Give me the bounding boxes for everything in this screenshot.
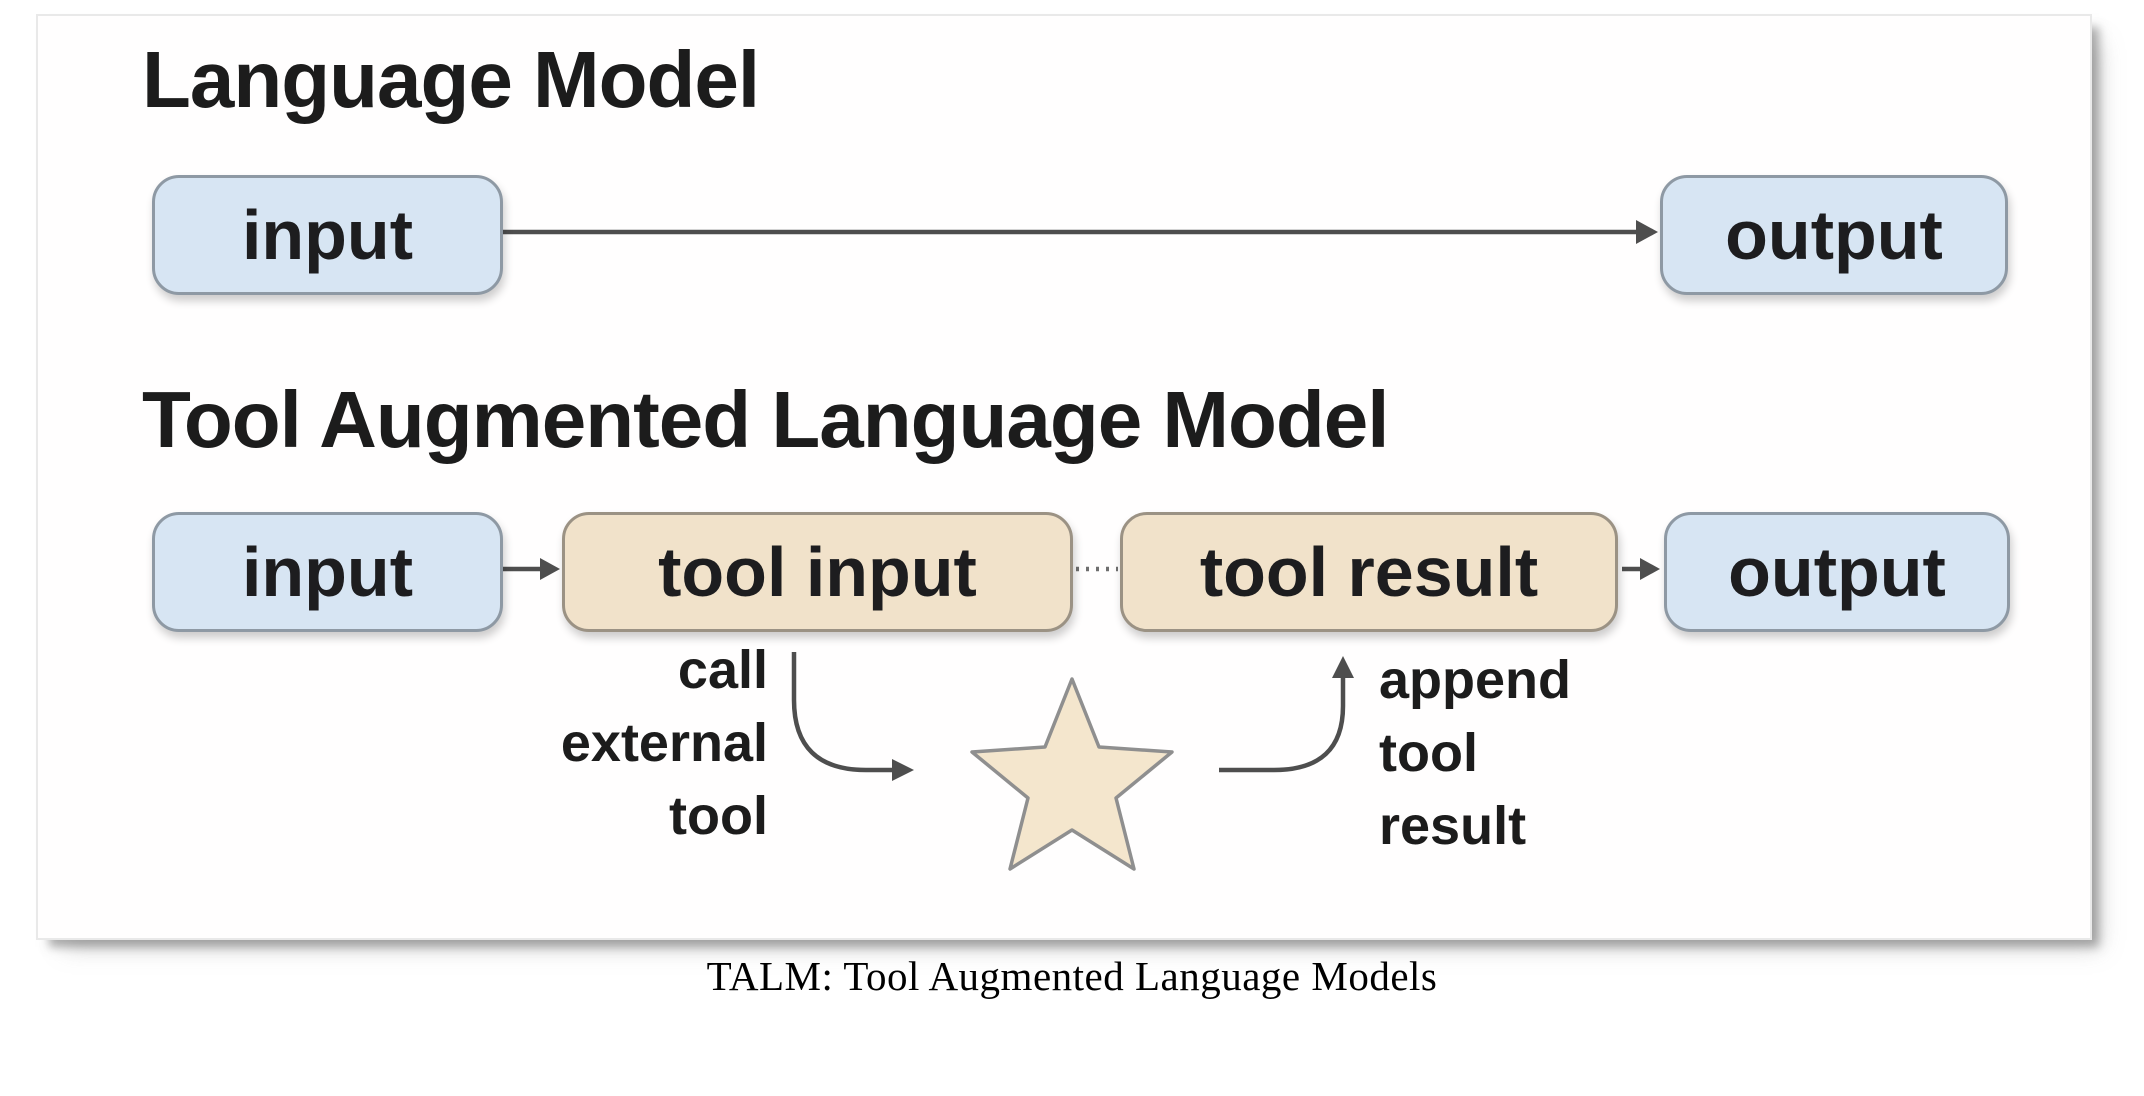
talm-output-box: output: [1664, 512, 2010, 632]
talm-tool-result-box: tool result: [1120, 512, 1618, 632]
note-line: call: [677, 640, 768, 700]
append-result-curved-arrow: [1219, 656, 1354, 773]
arrowhead-right-icon: [1636, 220, 1658, 244]
note-line: result: [1379, 796, 1527, 856]
figure-caption: TALM: Tool Augmented Language Models: [706, 953, 1438, 999]
call-external-tool-note: call external tool: [518, 634, 768, 853]
talm-tool-result-label: tool result: [1199, 533, 1539, 611]
lm-flow-arrow: [503, 220, 1658, 244]
talm-tool-input-label: tool input: [658, 533, 977, 611]
arrowhead-right-icon: [892, 759, 914, 781]
talm-input-box: input: [152, 512, 503, 632]
arrowhead-up-icon: [1332, 656, 1354, 678]
note-line: external: [560, 713, 768, 773]
diagram-connectors: [500, 220, 1660, 871]
note-line: append: [1379, 650, 1572, 710]
lm-input-box: input: [152, 175, 503, 295]
call-tool-curved-arrow: [791, 652, 914, 781]
lm-section-title: Language Model: [142, 35, 760, 124]
talm-input-label: input: [241, 533, 414, 611]
lm-output-label: output: [1725, 196, 1943, 274]
talm-output-arrow: [1622, 558, 1660, 580]
append-tool-result-note: append tool result: [1379, 644, 1571, 863]
lm-output-box: output: [1660, 175, 2008, 295]
talm-output-label: output: [1728, 533, 1946, 611]
arrowhead-right-icon: [1640, 558, 1660, 580]
talm-input-arrow: [500, 558, 560, 580]
note-line: tool: [1379, 723, 1478, 783]
figure-card: Language Model input output Tool Augment…: [36, 14, 2092, 940]
note-line: tool: [669, 786, 768, 846]
talm-tool-input-box: tool input: [562, 512, 1073, 632]
tool-star-icon: [970, 677, 1174, 871]
lm-input-label: input: [241, 196, 414, 274]
arrowhead-right-icon: [540, 558, 560, 580]
talm-section-title: Tool Augmented Language Model: [142, 375, 1390, 464]
